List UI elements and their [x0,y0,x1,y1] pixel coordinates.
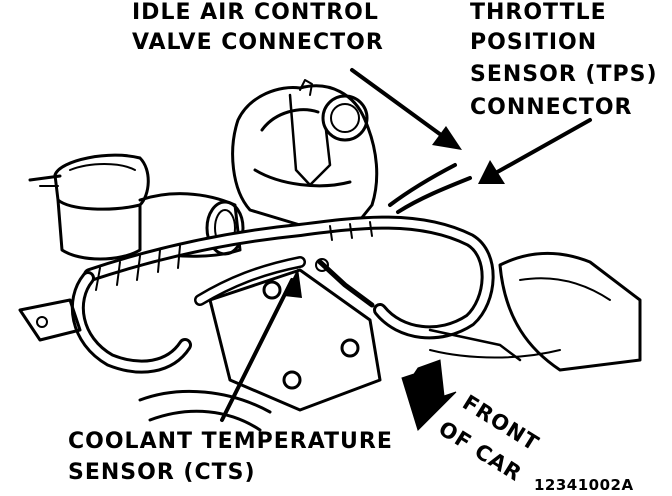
throttle-body [231,79,379,227]
iac-arrowhead [432,126,462,150]
figure-code: 12341002A [534,476,634,494]
tps-label-line-3: SENSOR (TPS) [470,62,658,87]
tps-label-line-2: POSITION [470,30,598,55]
tps-label-line-1: THROTTLE [470,0,607,25]
front-of-car-arrow [401,359,457,431]
manifold-plate [208,258,382,412]
cts-label-line-1: COOLANT TEMPERATURE [68,429,393,454]
lower-bracket [18,298,272,432]
pointer-arrows [220,68,592,422]
iac-label-line-1: IDLE AIR CONTROL [132,0,379,25]
tps-arrowhead [478,160,505,184]
tps-label-line-4: CONNECTOR [470,95,633,120]
iac-label-line-2: VALVE CONNECTOR [132,30,384,55]
body-panel [428,251,642,372]
air-duct [28,153,245,261]
wiring-harness [70,163,495,374]
cts-label-line-2: SENSOR (CTS) [68,460,256,485]
cts-arrowhead [284,268,302,298]
arrowheads [284,126,505,298]
